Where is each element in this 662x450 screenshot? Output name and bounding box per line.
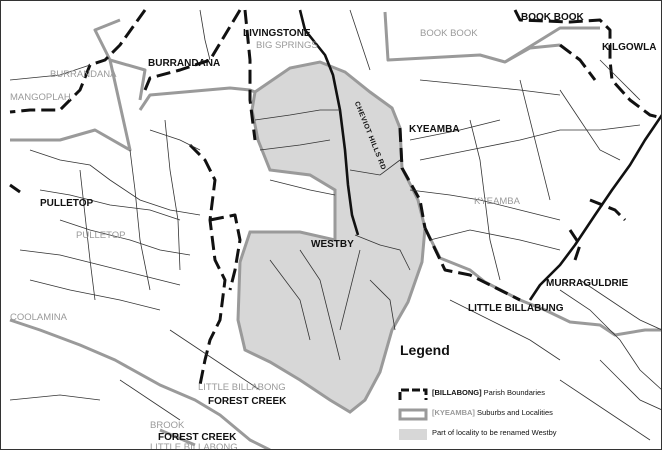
legend-item-parish-tag: [BILLABONG]: [432, 388, 482, 397]
label-mangoplah: MANGOPLAH: [10, 92, 71, 103]
label-murraguldrie: MURRAGULDRIE: [546, 278, 629, 289]
locality-labels: BOOK BOOK BIG SPRINGS BURRANDANA MANGOPL…: [10, 28, 521, 450]
label-forest-creek: FOREST CREEK: [208, 396, 287, 407]
label-pulletop-locality: PULLETOP: [76, 230, 125, 241]
legend-item-westby-text: Part of locality to be renamed Westby: [432, 428, 557, 437]
parish-boundary-symbol: [398, 388, 428, 400]
label-burrandana: BURRANDANA: [148, 58, 220, 69]
legend-item-parish-text: Parish Boundaries: [483, 388, 545, 397]
label-book-book-locality: BOOK BOOK: [420, 28, 478, 39]
label-kilgowla: KILGOWLA: [602, 42, 656, 53]
label-big-springs: BIG SPRINGS: [256, 40, 318, 51]
parish-boundaries: [9, 9, 662, 386]
label-coolamina: COOLAMINA: [10, 312, 68, 323]
legend-item-locality-text: Suburbs and Localities: [477, 408, 553, 417]
label-forest-creek-2: FOREST CREEK: [158, 432, 237, 443]
label-pulletop: PULLETOP: [40, 198, 93, 209]
label-book-book: BOOK BOOK: [521, 12, 585, 23]
minor-roads: [9, 9, 662, 441]
label-little-billabung: LITTLE BILLABUNG: [468, 303, 564, 314]
westby-area: [236, 60, 427, 414]
label-kyeamba: KYEAMBA: [409, 124, 460, 135]
legend-item-parish: [BILLABONG] Parish Boundaries: [396, 386, 658, 404]
label-burrandana-locality: BURRANDANA: [50, 69, 117, 80]
label-livingstone: LIVINGSTONE: [243, 28, 311, 39]
label-kyeamba-locality: KYEAMBA: [474, 196, 521, 207]
label-little-billabong: LITTLE BILLABONG: [198, 382, 286, 393]
label-westby: WESTBY: [311, 239, 354, 250]
legend-item-locality: [KYEAMBA] Suburbs and Localities: [396, 406, 658, 424]
legend-item-westby: Part of locality to be renamed Westby: [396, 426, 658, 444]
legend-title: Legend: [400, 342, 450, 358]
label-little-billabong-2: LITTLE BILLABONG: [150, 442, 238, 450]
locality-boundaries: [9, 11, 662, 450]
label-brook: BROOK: [150, 420, 185, 431]
parish-labels: BOOK BOOK KILGOWLA LIVINGSTONE BURRANDAN…: [40, 12, 656, 443]
westby-area-symbol: [399, 429, 427, 440]
map-legend: Legend [BILLABONG] Parish Boundaries [KY…: [396, 340, 658, 446]
locality-boundary-symbol: [398, 408, 428, 421]
legend-item-locality-tag: [KYEAMBA]: [432, 408, 475, 417]
